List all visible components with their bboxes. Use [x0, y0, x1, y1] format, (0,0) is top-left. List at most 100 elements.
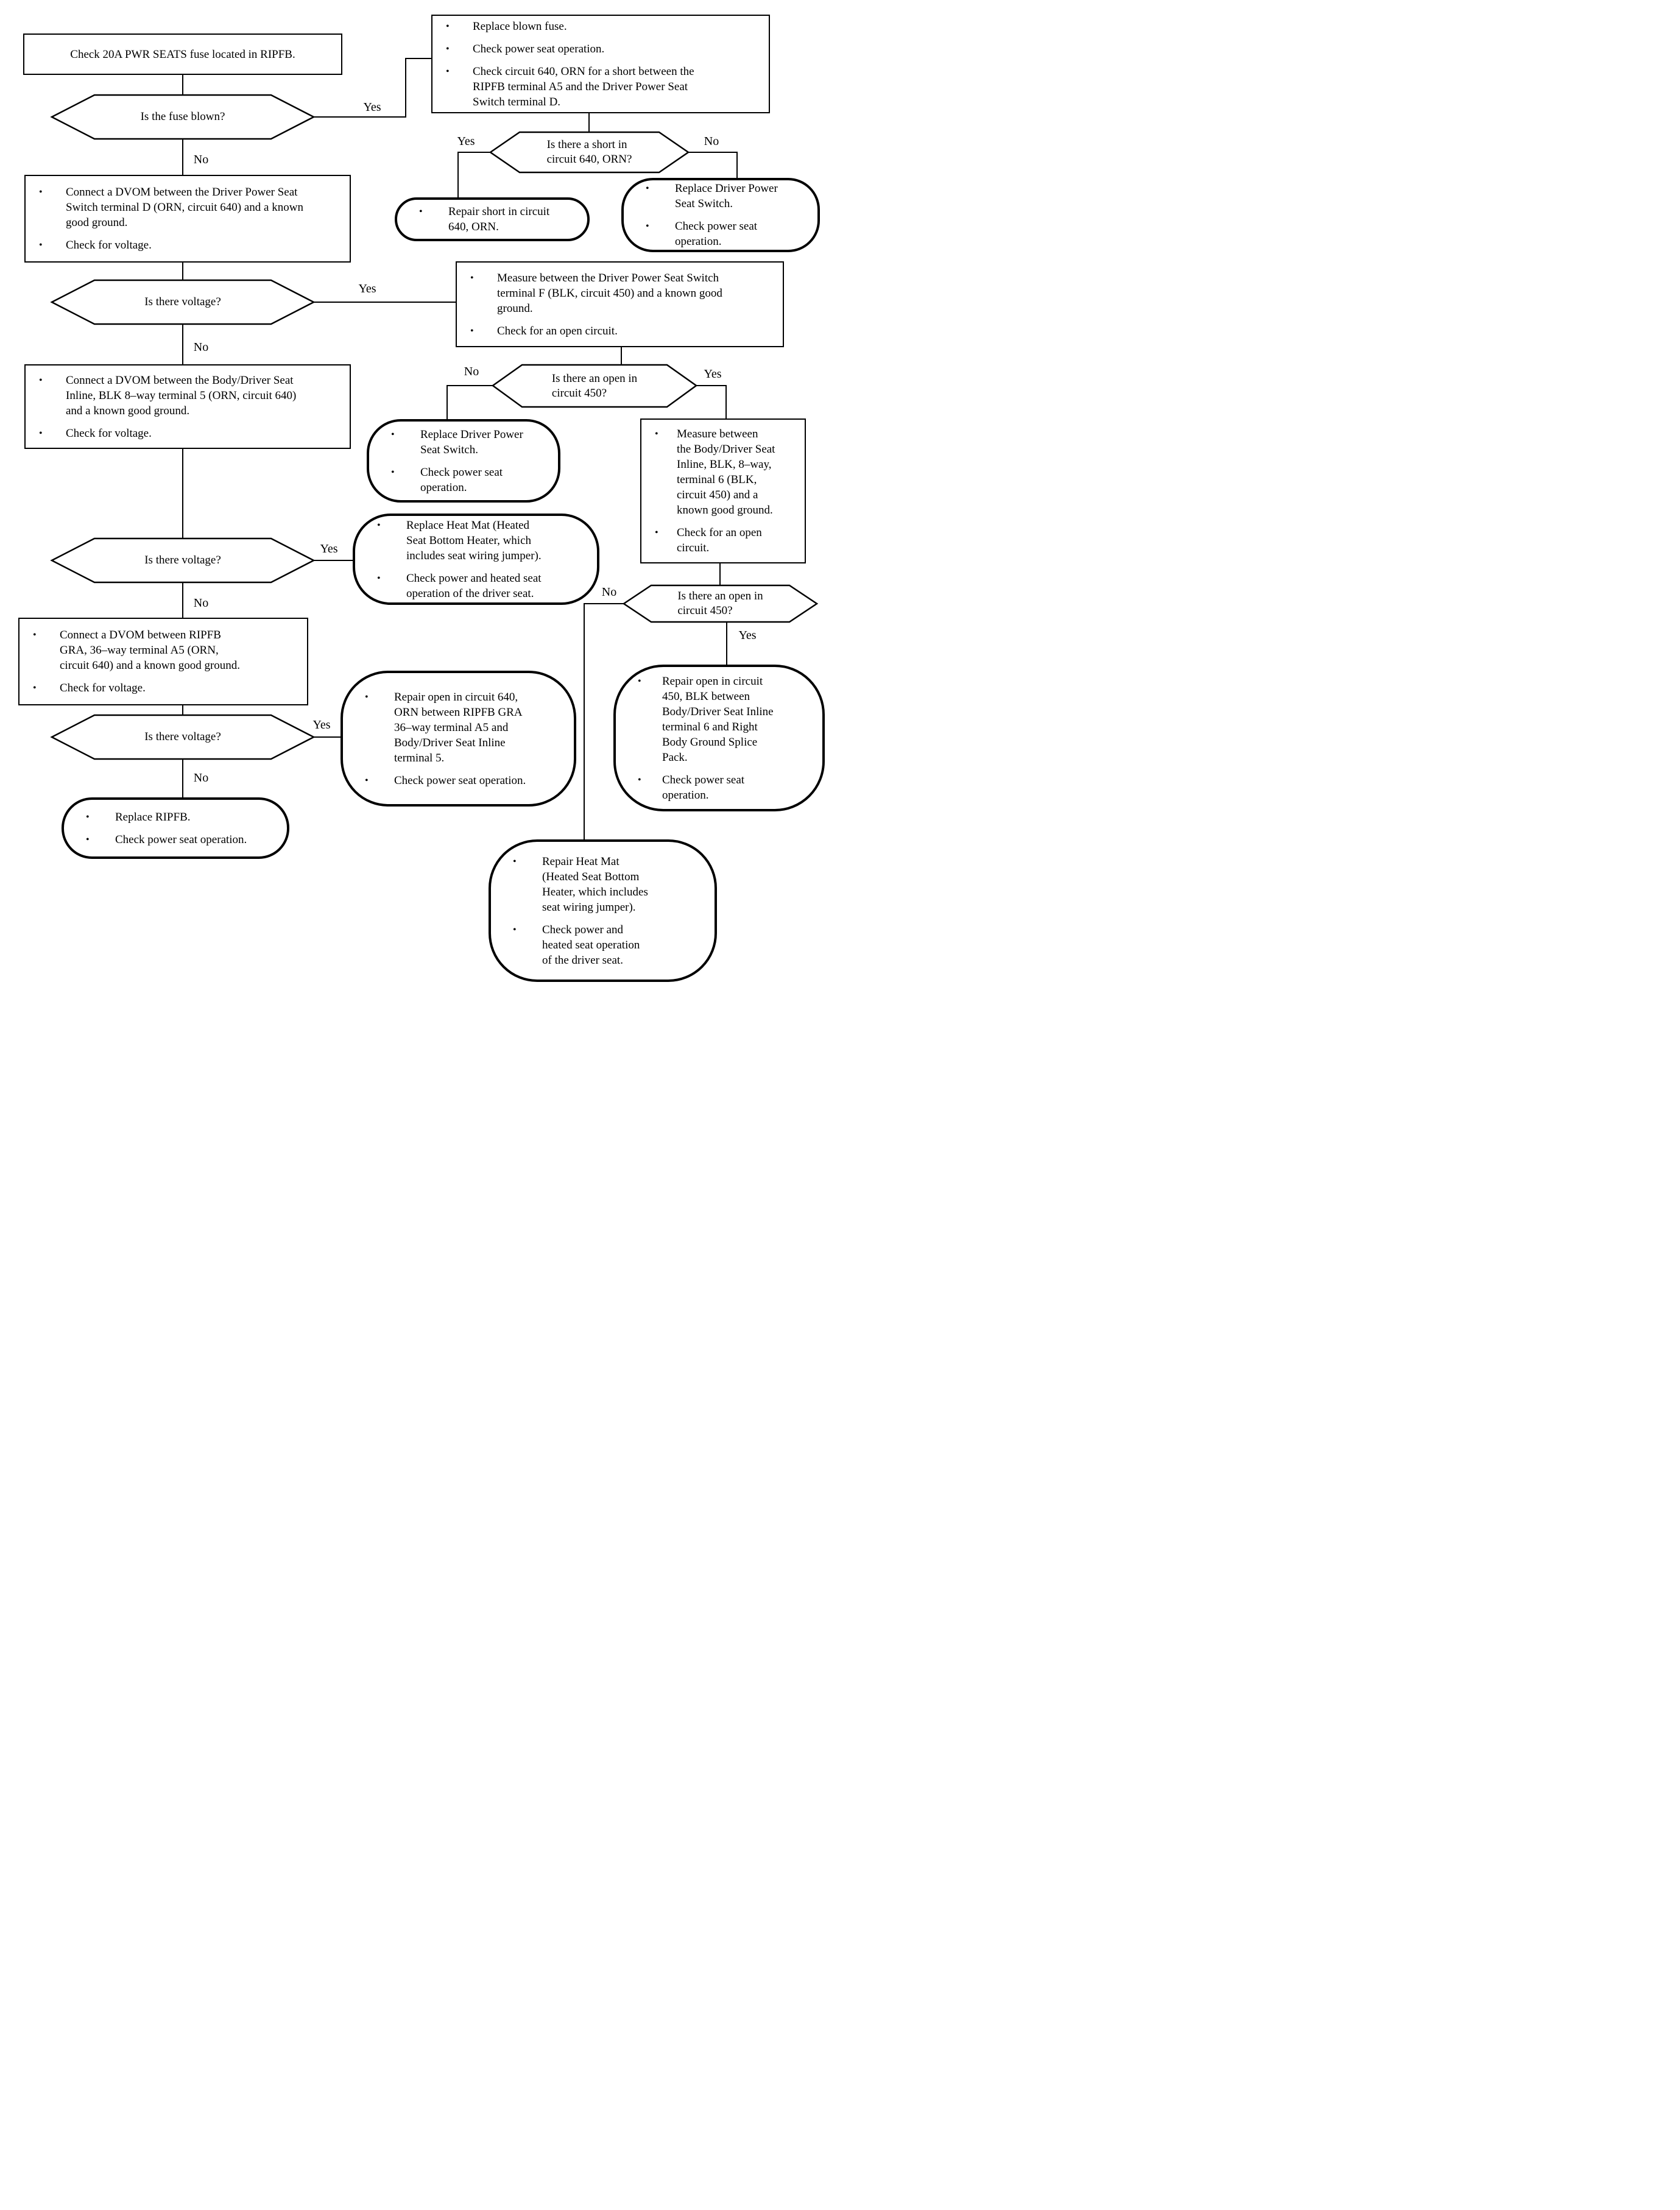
process-dvom-switch-d: •Connect a DVOM between the Driver Power…	[24, 175, 351, 263]
connector-open450-2-no	[584, 603, 624, 839]
edge-label-no-2: No	[704, 135, 719, 148]
process-measure-switch-f: •Measure between the Driver Power Seat S…	[456, 261, 784, 347]
list-item: •Check power seat operation.	[441, 41, 764, 57]
bullet-marker: •	[655, 528, 658, 538]
decision-voltage-3-shape	[50, 714, 316, 760]
terminal-repair-heat-mat: •Repair Heat Mat (Heated Seat Bottom Hea…	[489, 839, 717, 982]
bullet-marker: •	[377, 520, 381, 531]
edge-label-no-5: No	[193, 596, 209, 610]
bullet-marker: •	[365, 775, 369, 786]
bullet-marker: •	[419, 207, 423, 217]
flowchart-page: Check 20A PWR SEATS fuse located in RIPF…	[0, 0, 840, 1105]
edge-label-yes-4: Yes	[704, 367, 722, 381]
bullet-marker: •	[377, 573, 381, 584]
decision-open-450-2: Is there an open in circuit 450?	[677, 590, 763, 617]
bullet-marker: •	[513, 856, 517, 867]
list-item: •Check power seat operation.	[77, 832, 281, 847]
decision-voltage-2: Is there voltage?	[144, 554, 221, 567]
bullet-marker: •	[638, 676, 641, 687]
list-item: •Repair short in circuit 640, ORN.	[411, 204, 581, 235]
bullet-marker: •	[365, 691, 369, 702]
process-dvom-inline-5: •Connect a DVOM between the Body/Driver …	[24, 364, 351, 449]
list-item: •Replace Driver Power Seat Switch.	[383, 427, 552, 457]
list-item: •Measure between the Driver Power Seat S…	[465, 270, 778, 316]
list-item: •Repair open in circuit 450, BLK between…	[629, 674, 816, 765]
edge-label-yes-7: Yes	[312, 718, 331, 732]
process-dvom-ripfb-a5: •Connect a DVOM between RIPFB GRA, 36–wa…	[18, 618, 308, 705]
process-replace-fuse: •Replace blown fuse. •Check power seat o…	[431, 15, 770, 113]
bullet-marker: •	[39, 428, 43, 439]
process-check-fuse-text: Check 20A PWR SEATS fuse located in RIPF…	[70, 48, 295, 61]
list-item: •Replace Driver Power Seat Switch.	[637, 181, 811, 211]
bullet-marker: •	[39, 240, 43, 250]
connector-short640-no	[688, 152, 738, 178]
edge-label-yes-6: Yes	[738, 629, 757, 642]
list-item: •Check circuit 640, ORN for a short betw…	[441, 64, 764, 110]
bullet-marker: •	[39, 375, 43, 386]
terminal-replace-ripfb: •Replace RIPFB. •Check power seat operat…	[62, 797, 289, 859]
process-check-fuse: Check 20A PWR SEATS fuse located in RIPF…	[23, 34, 342, 75]
bullet-marker: •	[470, 325, 474, 336]
list-item: •Check power seat operation.	[356, 773, 568, 788]
list-item: •Repair open in circuit 640, ORN between…	[356, 690, 568, 766]
bullet-marker: •	[470, 272, 474, 283]
list-item: •Connect a DVOM between the Driver Power…	[34, 185, 345, 230]
edge-label-no-1: No	[193, 153, 209, 166]
list-item: •Repair Heat Mat (Heated Seat Bottom Hea…	[504, 854, 708, 915]
terminal-replace-switch-1: •Replace Driver Power Seat Switch. •Chec…	[621, 178, 820, 252]
terminal-repair-open-640: •Repair open in circuit 640, ORN between…	[341, 671, 576, 807]
bullet-marker: •	[391, 467, 395, 478]
decision-short-640: Is there a short in circuit 640, ORN?	[546, 138, 632, 166]
bullet-marker: •	[446, 66, 450, 77]
bullet-marker: •	[446, 43, 450, 54]
edge-label-yes-1: Yes	[363, 101, 381, 114]
bullet-marker: •	[86, 834, 90, 845]
edge-label-yes-3: Yes	[358, 282, 376, 295]
list-item: •Connect a DVOM between the Body/Driver …	[34, 373, 345, 418]
connector-short640-yes	[457, 152, 490, 197]
list-item: •Check power and heated seat operation o…	[504, 922, 708, 968]
list-item: •Check for an open circuit.	[650, 525, 800, 556]
edge-label-no-7: No	[193, 771, 209, 785]
bullet-marker: •	[39, 187, 43, 197]
edge-label-no-6: No	[601, 585, 617, 599]
list-item: •Check power and heated seat operation o…	[369, 571, 591, 601]
decision-open-450-1-shape	[491, 364, 698, 408]
bullet-marker: •	[513, 924, 517, 935]
list-item: •Replace Heat Mat (Heated Seat Bottom He…	[369, 518, 591, 563]
decision-voltage-1-shape	[50, 279, 316, 325]
bullet-marker: •	[655, 429, 658, 439]
list-item: •Check power seat operation.	[383, 465, 552, 495]
connector-open450-1-no	[446, 385, 493, 419]
decision-voltage-3: Is there voltage?	[144, 730, 221, 743]
list-item: •Check for voltage.	[34, 426, 345, 441]
list-item: •Replace blown fuse.	[441, 19, 764, 34]
terminal-replace-switch-2: •Replace Driver Power Seat Switch. •Chec…	[367, 419, 560, 503]
list-item: •Replace RIPFB.	[77, 810, 281, 825]
bullet-marker: •	[646, 221, 649, 231]
decision-open-450-2-shape	[622, 584, 819, 623]
list-item: •Check for an open circuit.	[465, 323, 778, 339]
list-item: •Check power seat operation.	[637, 219, 811, 249]
list-item: •Connect a DVOM between RIPFB GRA, 36–wa…	[28, 627, 302, 673]
decision-open-450-1: Is there an open in circuit 450?	[551, 372, 638, 400]
edge-label-yes-5: Yes	[320, 542, 338, 556]
bullet-marker: •	[446, 21, 450, 32]
list-item: •Measure between the Body/Driver Seat In…	[650, 426, 800, 518]
list-item: •Check power seat operation.	[629, 772, 816, 803]
decision-is-fuse-blown: Is the fuse blown?	[140, 110, 225, 123]
edge-label-no-4: No	[464, 365, 479, 378]
decision-voltage-2-shape	[50, 537, 316, 584]
bullet-marker: •	[33, 630, 37, 640]
flowchart-wires	[50, 58, 819, 839]
decision-voltage-1: Is there voltage?	[144, 295, 221, 308]
terminal-replace-heat-mat: •Replace Heat Mat (Heated Seat Bottom He…	[353, 514, 599, 605]
decision-short-640-shape	[489, 131, 690, 174]
bullet-marker: •	[33, 683, 37, 693]
bullet-marker: •	[646, 183, 649, 194]
list-item: •Check for voltage.	[28, 680, 302, 696]
bullet-marker: •	[638, 774, 641, 785]
process-measure-inline-6: •Measure between the Body/Driver Seat In…	[640, 418, 806, 563]
edge-label-no-3: No	[193, 341, 209, 354]
bullet-marker: •	[86, 811, 90, 822]
